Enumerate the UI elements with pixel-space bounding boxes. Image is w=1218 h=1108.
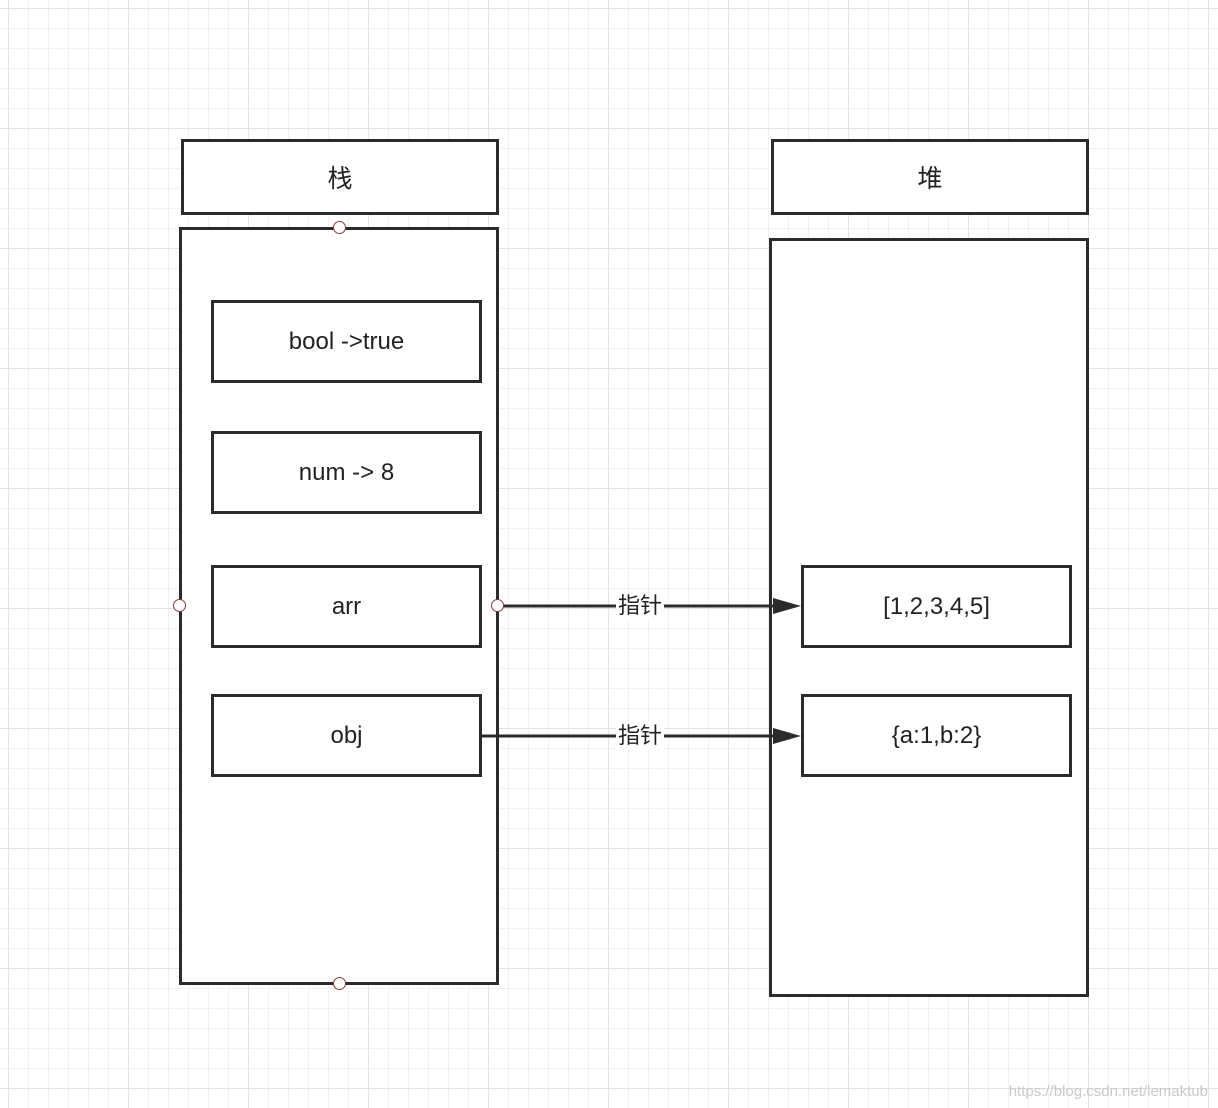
connection-handle-top[interactable] [333, 221, 346, 234]
pointer-label-obj: 指针 [616, 723, 665, 749]
stack-item-bool-text: bool ->true [288, 327, 405, 355]
pointer-arrow-arr-head [773, 598, 801, 614]
heap-title-text: 堆 [917, 165, 943, 193]
heap-item-array[interactable]: [1,2,3,4,5] [801, 565, 1072, 648]
pointer-label-arr: 指针 [616, 593, 665, 619]
stack-title-text: 栈 [327, 165, 353, 193]
connection-handle-right[interactable] [491, 599, 504, 612]
stack-item-num-text: num -> 8 [298, 458, 395, 486]
stack-item-bool[interactable]: bool ->true [211, 300, 482, 383]
stack-item-arr-text: arr [331, 592, 362, 620]
stack-item-obj[interactable]: obj [211, 694, 482, 777]
stack-item-obj-text: obj [330, 721, 363, 749]
heap-item-array-text: [1,2,3,4,5] [883, 592, 990, 620]
connection-handle-left[interactable] [173, 599, 186, 612]
pointer-arrow-obj-head [773, 728, 801, 744]
watermark: https://blog.csdn.net/lemaktub [1008, 1083, 1208, 1100]
heap-item-object[interactable]: {a:1,b:2} [801, 694, 1072, 777]
stack-item-arr[interactable]: arr [211, 565, 482, 648]
heap-item-object-text: {a:1,b:2} [891, 721, 982, 749]
connection-handle-bottom[interactable] [333, 977, 346, 990]
stack-item-num[interactable]: num -> 8 [211, 431, 482, 514]
heap-title[interactable]: 堆 [771, 139, 1089, 215]
stack-title[interactable]: 栈 [181, 139, 499, 215]
